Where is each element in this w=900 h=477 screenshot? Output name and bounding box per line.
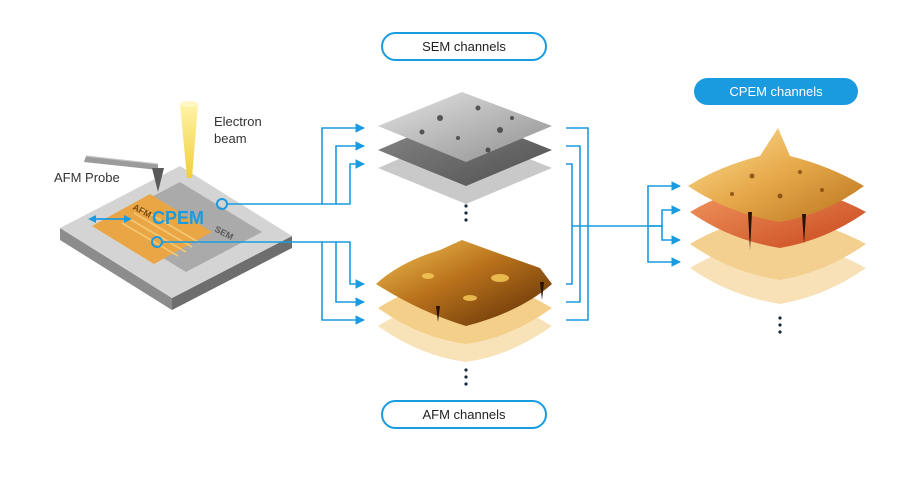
afm-more-dots — [464, 368, 468, 386]
cpem-layer-1 — [688, 128, 864, 222]
afm-channels-label: AFM channels — [422, 407, 506, 422]
afm-channels-pill: AFM channels — [381, 400, 547, 429]
electron-beam-label-line2: beam — [214, 131, 247, 146]
sem-channel-stack — [378, 92, 552, 204]
sem-texture — [419, 105, 514, 153]
cpem-more-dots — [778, 316, 782, 334]
afm-texture — [422, 273, 509, 301]
afm-layer-1 — [376, 240, 552, 326]
electron-beam-label-line1: Electron — [214, 114, 262, 129]
scan-double-arrow — [88, 215, 132, 223]
afm-probe-label: AFM Probe — [54, 170, 120, 185]
sample-cpem-label: CPEM — [152, 208, 204, 228]
afm-area — [92, 194, 212, 264]
cpem-channels-pill: CPEM channels — [694, 78, 858, 105]
sem-channels-pill: SEM channels — [381, 32, 547, 61]
sample-side-right — [172, 236, 292, 310]
sem-layer-1 — [378, 92, 552, 162]
connector-lines — [162, 123, 681, 325]
afm-channel-stack — [376, 240, 552, 362]
cpem-texture — [730, 170, 824, 199]
cpem-channel-stack — [688, 128, 866, 304]
cpem-channels-label: CPEM channels — [729, 84, 823, 99]
sem-channels-label: SEM channels — [422, 39, 506, 54]
sem-more-dots — [464, 204, 468, 222]
electron-beam — [180, 101, 198, 178]
sample-block — [60, 166, 292, 310]
afm-probe — [84, 155, 164, 192]
sample-side-left — [60, 228, 172, 310]
